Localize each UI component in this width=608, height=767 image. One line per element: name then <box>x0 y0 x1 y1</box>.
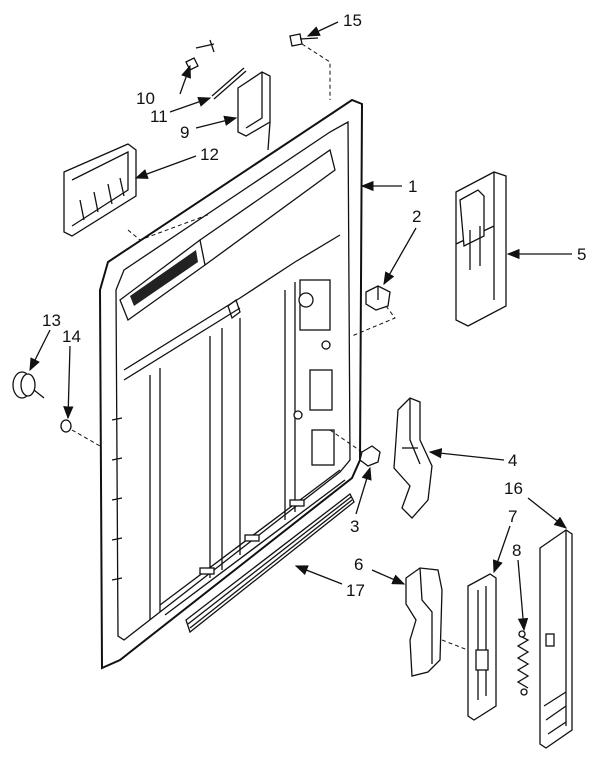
dispenser-plate-12 <box>63 143 211 241</box>
callout-11: 11 <box>150 107 168 126</box>
clip-2 <box>351 285 396 337</box>
callout-17: 17 <box>346 581 365 600</box>
washer-14 <box>60 419 101 447</box>
leader-6 <box>371 569 406 585</box>
leader-3 <box>355 466 372 515</box>
leader-7 <box>492 525 511 574</box>
callout-15: 15 <box>343 11 362 30</box>
knob-13 <box>12 371 45 399</box>
leader-4 <box>428 448 505 461</box>
leader-9 <box>195 115 238 129</box>
screw-15 <box>289 33 331 100</box>
latch-lever-6 <box>405 567 479 677</box>
callout-3: 3 <box>350 517 359 536</box>
callout-4: 4 <box>508 451 517 470</box>
slide-rail-7 <box>467 573 497 721</box>
callout-5: 5 <box>577 245 586 264</box>
leader-16 <box>527 497 568 529</box>
leader-17 <box>294 565 343 585</box>
leader-14 <box>63 345 74 420</box>
pin-11 <box>211 67 247 100</box>
callout-13: 13 <box>42 311 61 330</box>
spring-8 <box>516 630 530 696</box>
callout-9: 9 <box>180 123 189 142</box>
callout-16: 16 <box>504 479 523 498</box>
callout-10: 10 <box>136 89 155 108</box>
leader-8 <box>517 559 529 632</box>
nut-3 <box>329 429 381 467</box>
callout-labels: 15 10 11 9 12 1 2 5 13 14 4 16 3 7 8 6 1… <box>42 11 586 600</box>
callout-2: 2 <box>412 207 421 226</box>
outer-panel-16 <box>539 529 573 749</box>
screw-10 <box>185 39 215 71</box>
callout-7: 7 <box>508 507 517 526</box>
bottom-trim-strip <box>185 493 355 634</box>
callout-6: 6 <box>354 555 363 574</box>
callout-14: 14 <box>62 327 81 346</box>
inner-door-panel <box>98 98 364 670</box>
latch-4 <box>393 397 433 519</box>
leader-15 <box>306 21 339 37</box>
leader-2 <box>383 227 417 286</box>
callout-8: 8 <box>512 541 521 560</box>
callout-12: 12 <box>200 145 219 164</box>
leader-13 <box>29 329 51 372</box>
cover-plate-9 <box>237 71 271 151</box>
leader-11 <box>169 96 212 113</box>
leader-10 <box>179 64 191 95</box>
leader-12 <box>134 155 197 179</box>
callout-1: 1 <box>408 177 417 196</box>
latch-housing-5 <box>455 171 507 327</box>
leader-lines <box>29 21 572 632</box>
